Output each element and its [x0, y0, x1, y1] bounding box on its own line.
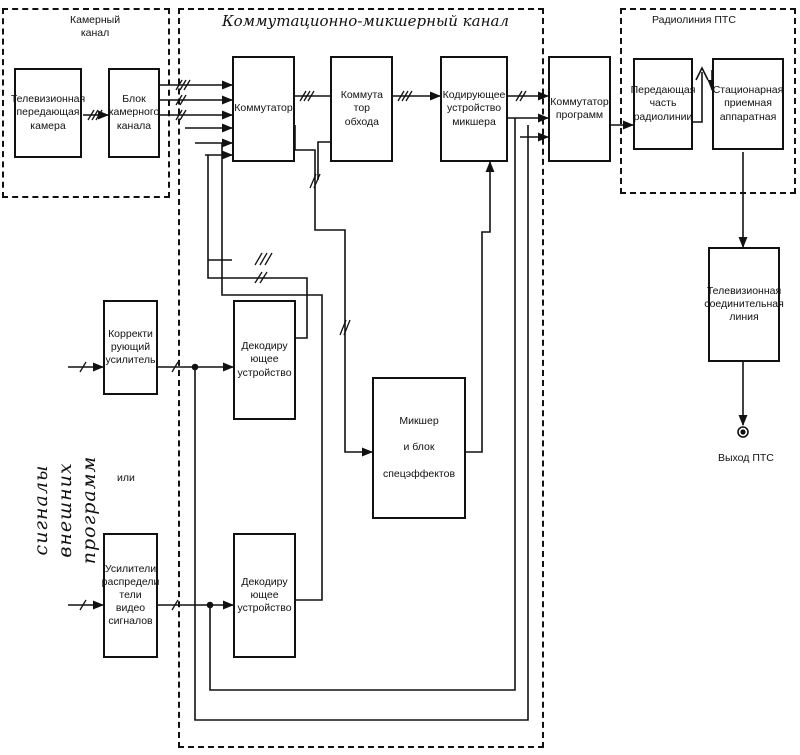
mixer-encoder-block: Кодирующее устройство микшера	[440, 56, 508, 162]
wire-radio-link	[693, 72, 703, 123]
receiving-equipment-block: Стационарная приемная аппаратная	[712, 58, 784, 150]
bypass-switcher-block: Коммута тор обхода	[330, 56, 393, 162]
wire-mixer-to-encoder	[466, 160, 495, 453]
decoder-top-block: Декодиру ющее устройство	[233, 300, 296, 420]
wire-decoder-top-loop	[207, 155, 308, 339]
video-distribution-amplifiers-block: Усилители распредели тели видео сигналов	[102, 533, 159, 658]
switcher-block: Коммутатор	[232, 56, 295, 162]
correcting-amplifier-block: Корректи рующий усилитель	[103, 300, 158, 395]
mixer-effects-block: Микшер и блок спецэффектов	[372, 377, 466, 519]
pts-output-label: Выход ПТС	[718, 452, 774, 464]
or-label: или	[117, 472, 135, 484]
switching-mixing-channel-title: Коммутационно-микшерный канал	[222, 12, 509, 30]
decoder-bottom-block: Декодиру ющее устройство	[233, 533, 296, 658]
radio-link-title: Радиолиния ПТС	[652, 14, 736, 26]
region-switching-mixing-channel	[178, 8, 544, 748]
wire-decoder-bottom-out	[221, 143, 323, 601]
transmitting-part-block: Передающая часть радиолинии	[631, 58, 695, 150]
region-radio-link	[620, 8, 796, 194]
tv-link-line-block: Телевизионная соединительная линия	[704, 247, 784, 362]
camera-channel-unit-block: Блок камерного канала	[108, 68, 160, 158]
region-camera-channel	[2, 8, 170, 198]
output-terminal-icon	[737, 426, 749, 438]
camera-channel-title: Камерный канал	[70, 14, 121, 40]
wire-switcher-to-mixer	[294, 125, 374, 457]
program-switcher-block: Коммутатор программ	[548, 56, 611, 162]
external-signals-label: сигналы внешних программ	[30, 455, 100, 565]
tv-camera-block: Телевизионная передающая камера	[11, 68, 85, 158]
